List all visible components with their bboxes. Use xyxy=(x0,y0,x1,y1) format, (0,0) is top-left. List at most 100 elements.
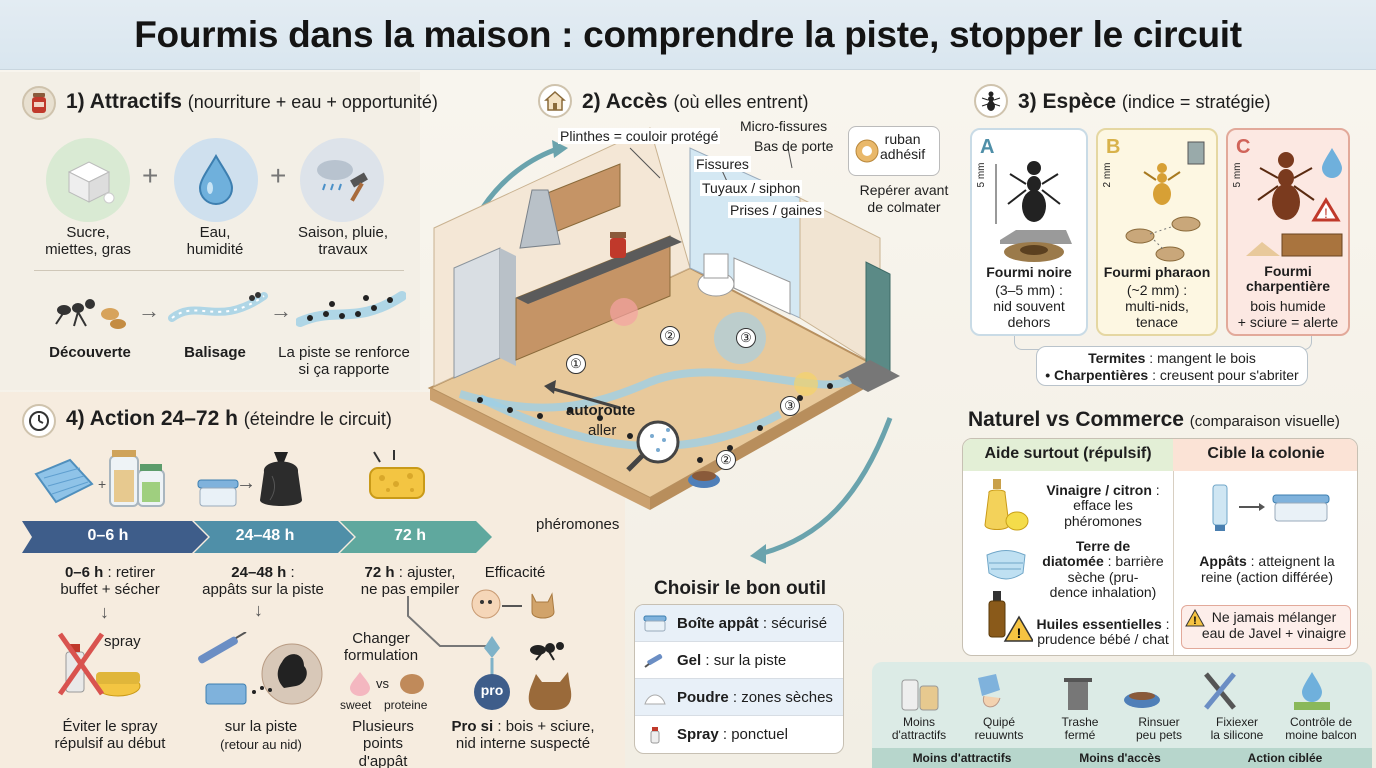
bait-gel-icon xyxy=(192,631,324,715)
avoid-spray-label: Éviter le spray répulsif au début xyxy=(54,718,166,753)
marker-1: ① xyxy=(566,354,586,374)
tape-icon xyxy=(854,138,880,169)
step-0-6: 0–6 h : retirer buffet + sécher xyxy=(40,564,180,599)
arrow-icon: → xyxy=(138,298,160,323)
arrow-icon: → xyxy=(270,298,292,323)
aller-label: aller xyxy=(588,422,617,439)
footer-group-1: Moins d'attractifs xyxy=(912,751,1012,765)
tools-panel: Boîte appât : sécurisé Gel : sur la pist… xyxy=(634,604,844,754)
essential-oil-icon: ! xyxy=(988,591,1033,642)
plus-sign: + xyxy=(142,160,159,191)
tool-gel-bold: Gel xyxy=(677,651,702,669)
natural-title: Naturel vs Commerce (comparaison visuell… xyxy=(968,408,1340,432)
species-card-a: A 5 mm Fourmi noire (3–5 mm) : nid souve… xyxy=(970,128,1088,336)
tool-spray-bold: Spray xyxy=(677,726,719,743)
right-header-label: Cible la colonie xyxy=(1207,445,1325,462)
tool-spray-text: : ponctuel xyxy=(718,726,788,743)
card-b-name: Fourmi pharaon xyxy=(1103,264,1211,280)
attract-sugar-label: Sucre, miettes, gras xyxy=(45,224,131,259)
tool-row-spray: Spray : ponctuel xyxy=(635,716,843,753)
sweet-label: sweet xyxy=(340,698,372,712)
tool-box-text: : sécurisé xyxy=(758,614,828,632)
change-formula-label: Changer formulation xyxy=(343,630,419,665)
baby-cat-icon xyxy=(470,586,560,631)
plus-sign: + xyxy=(270,160,287,191)
natural-panel: Aide surtout (répulsif) Cible la colonie… xyxy=(962,438,1358,656)
carpenter-note-bold: • Charpentières xyxy=(1045,367,1149,383)
footer-cell-5: Fixiexer la silicone xyxy=(1210,715,1264,743)
autoroute-label: autoroute xyxy=(566,402,636,419)
section-attractifs xyxy=(0,72,420,390)
trash-can-icon xyxy=(1064,678,1092,710)
pro-if-text: : bois + sciure, nid interne suspecté xyxy=(455,718,595,753)
footer-icons xyxy=(901,672,1330,711)
card-c-letter: C xyxy=(1236,136,1251,158)
footer-cell-6: Contrôle de moine balcon xyxy=(1285,715,1357,743)
card-b-desc: (~2 mm) : multi-nids, tenace xyxy=(1125,282,1189,331)
section-1-number: 1) Attractifs xyxy=(66,90,182,113)
step-24-48: 24–48 h : appâts sur la piste xyxy=(188,564,338,599)
pharaoh-ant-icon xyxy=(1125,141,1205,262)
sponge-icon xyxy=(360,450,430,511)
card-a-name: Fourmi noire xyxy=(986,264,1072,280)
footer-group-2: Moins d'accès xyxy=(1079,751,1161,765)
section-2-subtitle: (où elles entrent) xyxy=(673,92,809,112)
tool-row-powder: Poudre : zones sèches xyxy=(635,679,843,716)
container-icon xyxy=(196,476,240,513)
natural-title-sub: (comparaison visuelle) xyxy=(1189,413,1340,430)
section-3-number: 3) Espèce xyxy=(1018,90,1117,113)
fissures-label: Fissures xyxy=(694,156,751,172)
timeline xyxy=(22,521,492,558)
arrow-down-icon: ↓ xyxy=(100,602,109,622)
arrow-icon: → xyxy=(236,472,256,494)
section-1-title: 1) Attractifs (nourriture + eau + opport… xyxy=(66,90,438,114)
baits-desc: : atteignent la reine (action différée) xyxy=(1200,553,1335,586)
tools-icon xyxy=(1204,672,1236,710)
pet-bowl-icon xyxy=(1124,692,1160,708)
marker-3: ③ xyxy=(736,328,756,348)
section-3-title: 3) Espèce (indice = stratégie) xyxy=(1018,90,1270,114)
jars-icon xyxy=(106,448,168,515)
pheromones-label: phéromones xyxy=(536,516,620,533)
card-c-desc: bois humide + sciure = alerte xyxy=(1237,298,1339,331)
card-a-desc: (3–5 mm) : nid souvent dehors xyxy=(993,282,1065,331)
bait-tube-icon xyxy=(1212,484,1330,531)
tool-gel-text: : sur la piste xyxy=(701,651,787,669)
ant-cat-icon xyxy=(518,636,588,717)
oils-desc: : prudence bébé / chat xyxy=(1037,616,1170,648)
vinegar-desc: : efface les phéromones xyxy=(1064,482,1160,529)
diatom-text: Terre de diatomée : barrière sèche (pru-… xyxy=(1035,538,1171,601)
ant-trail-icon xyxy=(295,286,407,335)
step-72-text: : ajuster, ne pas empiler xyxy=(360,564,460,599)
spray-label: spray xyxy=(104,633,141,650)
diatom-bold: Terre de diatomée xyxy=(1042,538,1131,570)
tape-label: ruban adhésif xyxy=(880,131,926,163)
timeline-0-6: 0–6 h xyxy=(87,527,129,544)
prises-label: Prises / gaines xyxy=(728,202,824,218)
oils-text: Huiles essentielles : prudence bébé / ch… xyxy=(1033,616,1173,648)
section-2-number: 2) Accès xyxy=(582,90,668,113)
trail-icon xyxy=(168,288,268,333)
pro-if-bold: Pro si xyxy=(451,718,494,735)
section-action xyxy=(0,392,625,768)
marker-2: ② xyxy=(660,326,680,346)
step-24-48-bold: 24–48 h xyxy=(231,564,287,581)
tool-box-bold: Boîte appât xyxy=(677,614,759,632)
vinegar-lemon-icon xyxy=(984,479,1029,531)
baits-text: Appâts : atteignent la reine (action dif… xyxy=(1183,553,1351,585)
no-spray-icon xyxy=(56,628,152,705)
step-0-6-bold: 0–6 h xyxy=(64,564,104,581)
svg-text:!: ! xyxy=(1324,205,1328,221)
section-1-subtitle: (nourriture + eau + opportunité) xyxy=(187,92,438,112)
black-ant-icon xyxy=(995,161,1072,262)
house-illustration xyxy=(420,118,960,583)
syringe-icon xyxy=(644,654,663,668)
clock-icon xyxy=(22,404,56,438)
locate-label: Repérer avant de colmater xyxy=(859,182,949,215)
species-card-b: B 2 mm Fourmi pharaon (~2 mm) : multi-ni… xyxy=(1096,128,1218,336)
arrow-down-icon: ↓ xyxy=(254,600,263,620)
warning-text: Ne jamais mélanger eau de Javel + vinaig… xyxy=(1201,609,1347,642)
mask-icon xyxy=(986,550,1026,580)
plus-sign: + xyxy=(98,476,107,492)
footer-cell-3: Trashe fermé xyxy=(1061,715,1099,743)
